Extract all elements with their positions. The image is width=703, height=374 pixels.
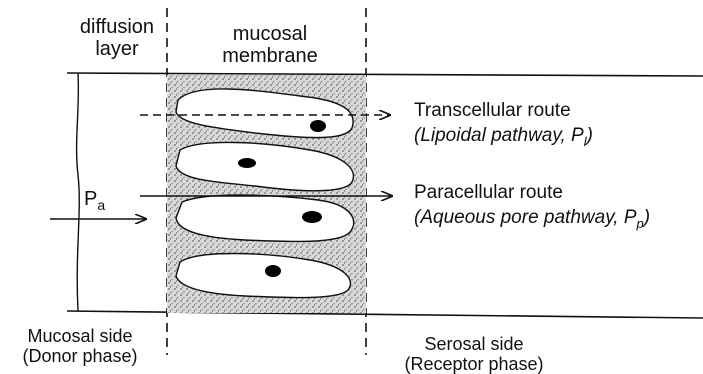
flux-subscript: a [97,197,105,213]
mucosal-side-line2: (Donor phase) [0,347,160,365]
transcellular-route-title: Transcellular route [414,101,571,120]
transcellular-route-detail: (Lipoidal pathway, Pl) [414,126,593,148]
paracellular-route-title: Paracellular route [414,183,563,202]
nucleus-1 [310,120,326,132]
diffusion-layer-edge [77,73,80,311]
paracellular-close-paren: ) [644,207,650,228]
flux-symbol: P [84,188,97,210]
paracellular-route-detail: (Aqueous pore pathway, Pp) [414,208,650,230]
top-boundary-line [67,73,703,76]
flux-label: Pa [84,189,105,212]
mucosal-membrane-label: mucosal membrane [200,24,340,66]
nucleus-3 [302,211,322,223]
mucosal-side-label: Mucosal side (Donor phase) [0,327,160,365]
cell-3 [176,195,354,242]
mucosal-membrane-label-line1: mucosal [200,24,340,44]
diffusion-layer-label: diffusion layer [65,17,169,59]
bottom-boundary-line [67,311,703,318]
paracellular-subscript: p [637,216,644,231]
paracellular-detail-text: (Aqueous pore pathway, P [414,207,637,228]
nucleus-2 [238,158,256,168]
nucleus-4 [265,265,281,277]
transcellular-detail-text: (Lipoidal pathway, P [414,125,584,146]
transcellular-close-paren: ) [587,125,593,146]
diffusion-layer-label-line2: layer [65,39,169,59]
serosal-side-line2: (Receptor phase) [384,355,564,373]
mucosal-membrane-label-line2: membrane [200,46,340,66]
diffusion-layer-label-line1: diffusion [65,17,169,37]
serosal-side-line1: Serosal side [384,335,564,353]
serosal-side-label: Serosal side (Receptor phase) [384,335,564,373]
mucosal-side-line1: Mucosal side [0,327,160,345]
